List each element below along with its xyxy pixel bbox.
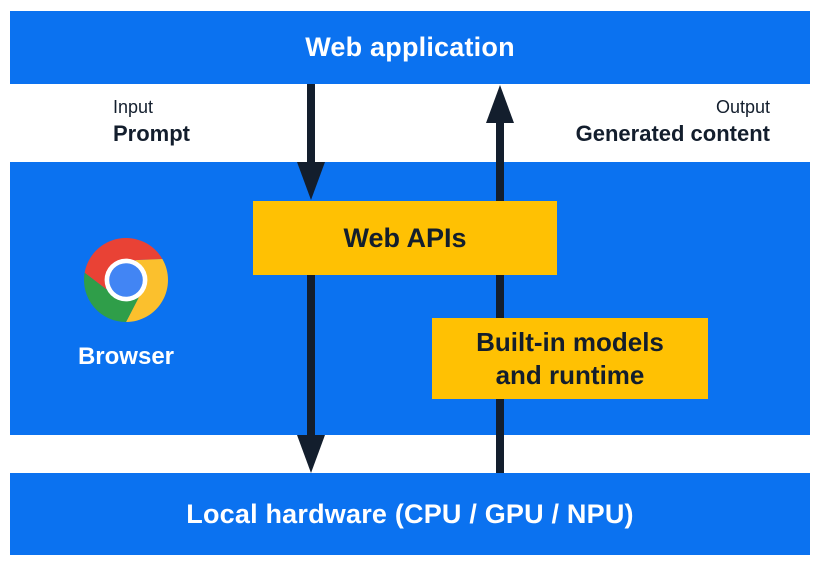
prompt-arrow-line-upper (307, 84, 315, 165)
built-in-models-label-line2: and runtime (495, 359, 645, 390)
output-arrow-line (496, 122, 504, 473)
web-application-layer: Web application (10, 11, 810, 84)
local-hardware-layer: Local hardware (CPU / GPU / NPU) (10, 473, 810, 555)
prompt-arrow-line-lower (307, 275, 315, 436)
input-label-group: Input Prompt (113, 95, 190, 148)
output-arrowhead-into-web-application (486, 85, 514, 123)
web-apis-label: Web APIs (343, 222, 467, 253)
input-value: Prompt (113, 121, 190, 146)
output-kicker: Output (715, 97, 770, 117)
input-kicker: Input (113, 97, 154, 117)
chrome-browser-icon (84, 238, 168, 322)
browser-label: Browser (77, 343, 175, 370)
built-in-models-box: Built-in models and runtime (432, 318, 708, 399)
web-apis-box: Web APIs (253, 201, 557, 275)
prompt-arrowhead-into-hardware (297, 435, 325, 473)
output-label-group: Output Generated content (576, 95, 770, 148)
web-application-label: Web application (305, 32, 515, 62)
output-value: Generated content (575, 121, 770, 146)
built-in-models-label-line1: Built-in models (476, 326, 664, 357)
local-hardware-label: Local hardware (CPU / GPU / NPU) (186, 498, 634, 529)
